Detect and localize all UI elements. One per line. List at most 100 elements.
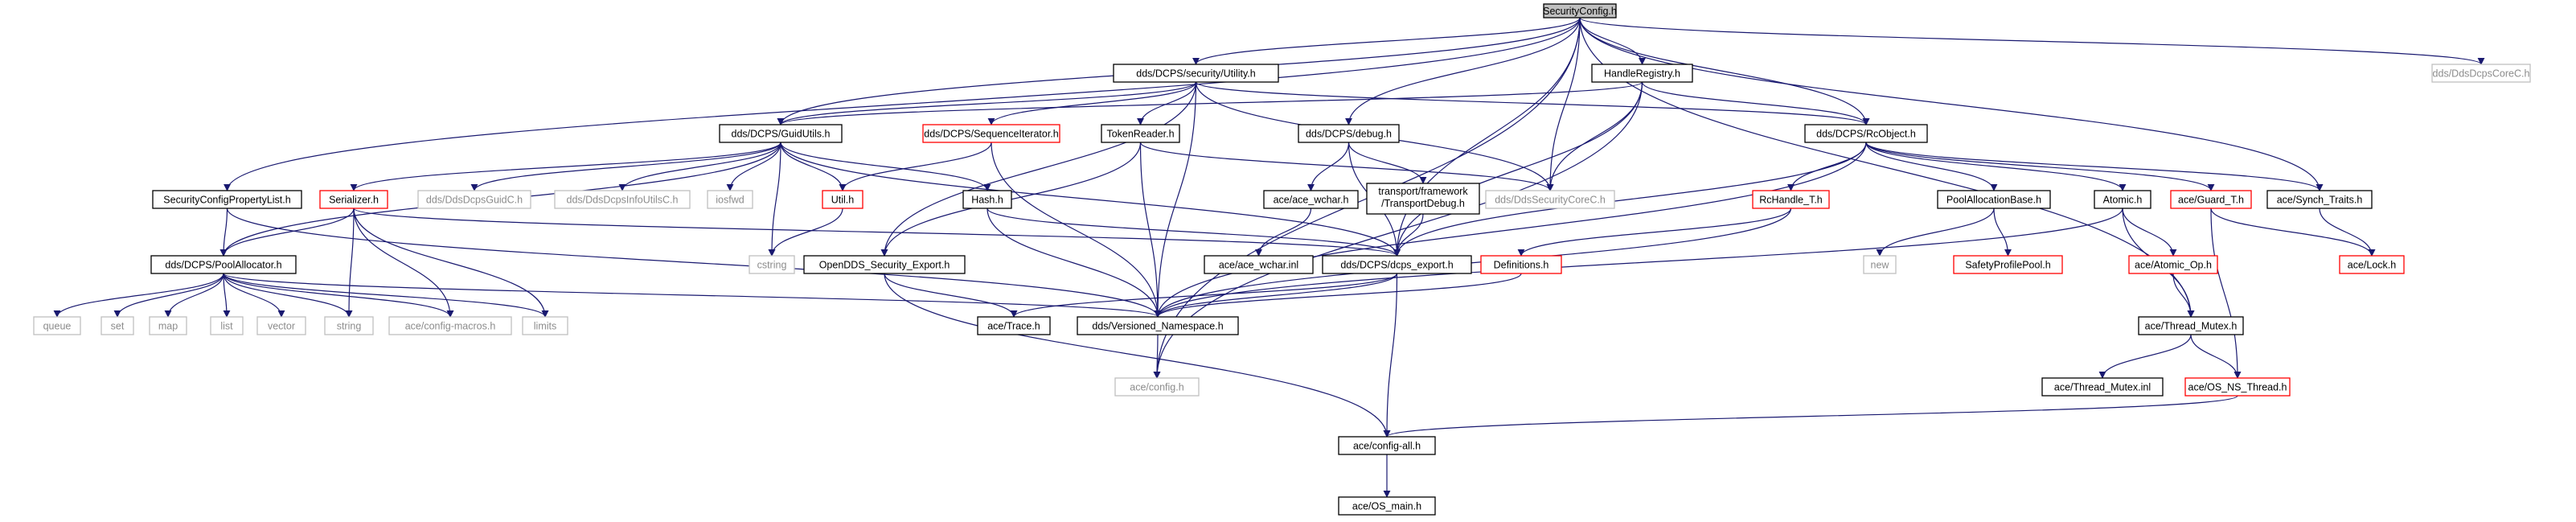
node-rchandle-t-h[interactable]: RcHandle_T.h [1752, 190, 1830, 209]
edge-poolallocationbase-h-to-new [1876, 208, 1995, 257]
edge-ace-thread-mutex-h-to-ace-os-ns-thread-h [2190, 334, 2242, 379]
node-label: ace/ace_wchar.h [1274, 194, 1349, 205]
node-ace-trace-h[interactable]: ace/Trace.h [977, 316, 1051, 335]
node-label: ace/OS_NS_Thread.h [2188, 381, 2287, 393]
edge-opendds-security-export-h-to-ace-trace-h [884, 273, 1018, 318]
node-hash-h[interactable]: Hash.h [962, 190, 1012, 209]
node-ace-atomic-op-h[interactable]: ace/Atomic_Op.h [2128, 255, 2218, 274]
node-poolallocationbase-h[interactable]: PoolAllocationBase.h [1937, 190, 2051, 209]
node-box [1322, 255, 1472, 274]
node-ace-thread-mutex-inl[interactable]: ace/Thread_Mutex.inl [2041, 377, 2164, 397]
node-box [822, 190, 863, 209]
node-box [1338, 496, 1436, 516]
node-label: TokenReader.h [1106, 128, 1174, 139]
node-box [1113, 64, 1279, 83]
edge-dds-versioned-namespace-h-to-ace-config-h [1153, 334, 1161, 379]
node-box [2184, 377, 2291, 397]
edge-rchandle-t-h-to-dds-versioned-namespace-h [1154, 208, 1792, 318]
node-label: SecurityConfig.h [1543, 6, 1617, 17]
node-box [1591, 64, 1693, 83]
node-dds-dcps-debug-h[interactable]: dds/DCPS/debug.h [1298, 124, 1400, 143]
node-label: ace/Atomic_Op.h [2135, 259, 2212, 270]
edge-dds-dcps-guidutils-h-to-dds-dcps-dcps-export-h [780, 142, 1401, 257]
node-box [319, 190, 388, 209]
nodes-layer: SecurityConfig.h dds/DCPS/security/Utilit… [33, 3, 2531, 516]
node-ace-ace-wchar-inl[interactable]: ace/ace_wchar.inl [1204, 255, 1314, 274]
node-box [922, 124, 1060, 143]
edge-rchandle-t-h-to-definitions-h [1517, 208, 1792, 257]
node-handleregistry-h[interactable]: HandleRegistry.h [1591, 64, 1693, 83]
edge-dds-dcps-rcobject-h-to-dds-dcps-dcps-export-h [1393, 142, 1867, 257]
node-box [256, 316, 306, 335]
edge-dds-dcps-dcps-export-h-to-ace-config-all-h [1383, 273, 1398, 438]
node-dds-ddssecuritycorec-h: dds/DdsSecurityCoreC.h [1485, 190, 1615, 209]
node-box [2170, 190, 2252, 209]
node-box [417, 190, 531, 209]
node-label: dds/DCPS/PoolAllocator.h [165, 259, 281, 270]
edge-poolallocationbase-h-to-safetyprofilepool-h [1993, 208, 2012, 257]
edge-dds-dcps-rcobject-h-to-atomic-h [1865, 142, 2127, 191]
edge-securityconfig-h-to-dds-dcps-security-utility-h [1192, 17, 1581, 65]
edge-ace-synch-traits-h-to-ace-lock-h [2319, 208, 2376, 257]
node-box [1543, 3, 1617, 18]
edge-hash-h-to-dds-dcps-dcps-export-h [987, 208, 1401, 257]
edge-ace-guard-t-h-to-ace-os-ns-thread-h [2210, 208, 2242, 379]
node-ace-synch-traits-h[interactable]: ace/Synch_Traits.h [2266, 190, 2373, 209]
node-box [100, 316, 134, 335]
node-box [719, 124, 843, 143]
node-definitions-h[interactable]: Definitions.h [1480, 255, 1562, 274]
node-dds-dcps-guidutils-h[interactable]: dds/DCPS/GuidUtils.h [719, 124, 843, 143]
node-util-h[interactable]: Util.h [822, 190, 863, 209]
node-securityconfigpropertylist-h[interactable]: SecurityConfigPropertyList.h [152, 190, 302, 209]
node-dds-ddsdcpscorec-h: dds/DdsDcpsCoreC.h [2431, 64, 2531, 83]
node-atomic-h[interactable]: Atomic.h [2094, 190, 2151, 209]
edge-ace-thread-mutex-h-to-ace-thread-mutex-inl [2098, 334, 2192, 379]
node-ace-lock-h[interactable]: ace/Lock.h [2339, 255, 2405, 274]
node-box [324, 316, 374, 335]
edge-handleregistry-h-to-dds-dcps-guidutils-h [777, 81, 1643, 125]
node-opendds-security-export-h[interactable]: OpenDDS_Security_Export.h [803, 255, 966, 274]
node-serializer-h[interactable]: Serializer.h [319, 190, 388, 209]
edge-dds-dcps-poolallocator-h-to-ace-config-macros-h [223, 273, 454, 318]
node-ace-os-main-h[interactable]: ace/OS_main.h [1338, 496, 1436, 516]
edge-dds-dcps-security-utility-h-to-tokenreader-h [1137, 81, 1197, 125]
node-box [554, 190, 691, 209]
node-dds-dcps-security-utility-h[interactable]: dds/DCPS/security/Utility.h [1113, 64, 1279, 83]
node-box [962, 190, 1012, 209]
node-label: dds/DdsDcpsCoreC.h [2433, 68, 2530, 79]
node-dds-dcps-dcps-export-h[interactable]: dds/DCPS/dcps_export.h [1322, 255, 1472, 274]
node-ace-ace-wchar-h[interactable]: ace/ace_wchar.h [1263, 190, 1359, 209]
node-dds-dcps-sequenceiterator-h[interactable]: dds/DCPS/SequenceIterator.h [922, 124, 1060, 143]
node-box [33, 316, 81, 335]
node-transport-framework-transportdebug-h[interactable]: transport/framework/TransportDebug.h [1366, 183, 1480, 215]
edge-dds-dcps-poolallocator-h-to-queue [53, 273, 224, 318]
node-dds-dcps-rcobject-h[interactable]: dds/DCPS/RcObject.h [1804, 124, 1928, 143]
edge-securityconfigpropertylist-h-to-dds-versioned-namespace-h [226, 208, 1162, 318]
node-limits: limits [522, 316, 568, 335]
node-label: dds/DCPS/GuidUtils.h [732, 128, 831, 139]
node-label: SecurityConfigPropertyList.h [163, 194, 290, 205]
edge-dds-dcps-security-utility-h-to-dds-dcps-guidutils-h [777, 81, 1197, 125]
edge-tokenreader-h-to-opendds-security-export-h [880, 142, 1142, 257]
node-box [1263, 190, 1359, 209]
edge-definitions-h-to-dds-versioned-namespace-h [1154, 273, 1522, 318]
node-label: ace/Thread_Mutex.h [2145, 320, 2238, 331]
node-ace-guard-t-h[interactable]: ace/Guard_T.h [2170, 190, 2252, 209]
node-box [1114, 377, 1200, 397]
node-label: dds/DCPS/debug.h [1306, 128, 1392, 139]
node-label: transport/framework/TransportDebug.h [1378, 186, 1468, 209]
node-dds-dcps-poolallocator-h[interactable]: dds/DCPS/PoolAllocator.h [150, 255, 297, 274]
node-ace-config-all-h[interactable]: ace/config-all.h [1338, 436, 1436, 455]
edge-serializer-h-to-limits [353, 208, 549, 318]
node-ace-thread-mutex-h[interactable]: ace/Thread_Mutex.h [2138, 316, 2244, 335]
edge-serializer-h-to-ace-config-macros-h [353, 208, 454, 318]
node-safetyprofilepool-h[interactable]: SafetyProfilePool.h [1953, 255, 2063, 274]
node-map: map [149, 316, 187, 335]
node-tokenreader-h[interactable]: TokenReader.h [1101, 124, 1180, 143]
node-dds-versioned-namespace-h[interactable]: dds/Versioned_Namespace.h [1077, 316, 1239, 335]
node-box [707, 190, 753, 209]
node-ace-os-ns-thread-h[interactable]: ace/OS_NS_Thread.h [2184, 377, 2291, 397]
node-box [2266, 190, 2373, 209]
node-label: SafetyProfilePool.h [1965, 259, 2050, 270]
node-cstring: cstring [749, 255, 795, 274]
